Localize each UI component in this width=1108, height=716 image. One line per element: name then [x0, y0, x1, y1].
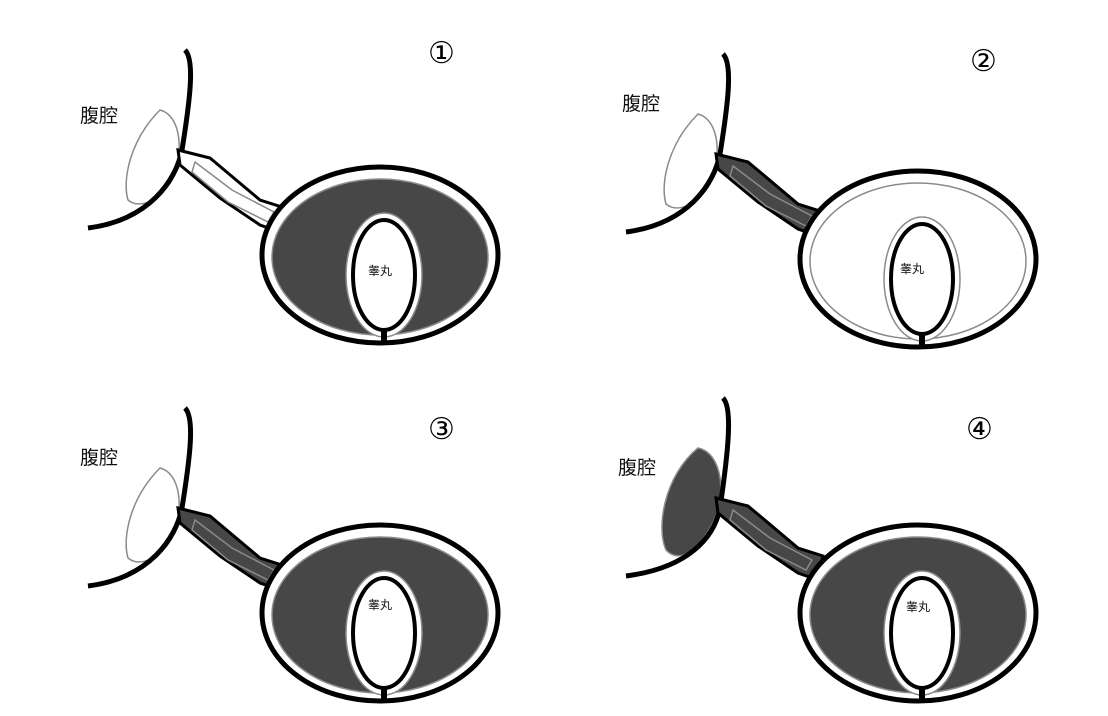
panel-number: ④ [966, 412, 993, 447]
panel-3-drawing [87, 406, 501, 704]
testis-label: 睾丸 [906, 600, 931, 614]
abdominal-cavity [661, 447, 722, 557]
panel-2: ② 腹腔 睾丸 [538, 4, 1092, 362]
processus-vaginalis [191, 518, 276, 581]
testis-label: 睾丸 [368, 264, 393, 278]
panel-number: ② [970, 44, 997, 79]
testis [351, 576, 417, 690]
testis-label: 睾丸 [900, 262, 925, 276]
abdominal-cavity [125, 109, 180, 205]
abdominal-cavity [663, 113, 718, 209]
testis-label: 睾丸 [368, 598, 393, 612]
abdominal-cavity-label: 腹腔 [622, 93, 661, 115]
abdominal-cavity [125, 467, 180, 563]
panel-3: ③ 腹腔 睾丸 [0, 358, 554, 716]
panel-4-drawing [625, 396, 1039, 704]
testis-stalk [919, 334, 925, 346]
processus-vaginalis [729, 508, 814, 571]
panel-1: ① 腹腔 睾丸 [0, 0, 554, 358]
panel-1-drawing [87, 48, 501, 346]
panel-number: ③ [428, 412, 455, 447]
processus-vaginalis [729, 164, 814, 227]
panel-number: ① [428, 36, 455, 71]
testis-stalk [381, 330, 387, 342]
testis [889, 222, 955, 336]
testis [889, 576, 955, 690]
testis-stalk [919, 688, 925, 700]
abdominal-cavity-label: 腹腔 [80, 447, 119, 469]
abdominal-cavity-label: 腹腔 [80, 105, 119, 127]
testis-stalk [381, 688, 387, 700]
abdominal-cavity-label: 腹腔 [618, 457, 657, 479]
panel-4: ④ 腹腔 睾丸 [538, 358, 1092, 716]
panel-2-drawing [625, 52, 1039, 350]
processus-vaginalis [191, 160, 276, 223]
